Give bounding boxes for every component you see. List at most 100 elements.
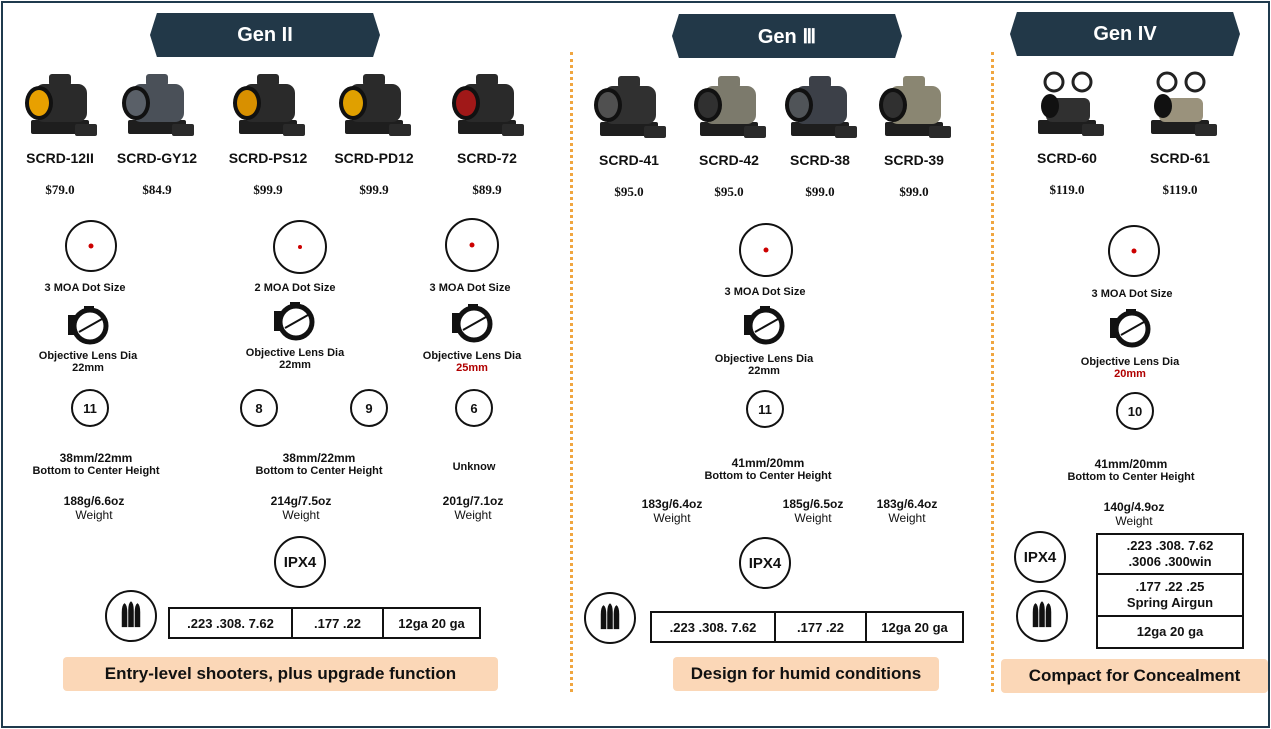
product-price: $84.9 (97, 182, 217, 198)
product-card: SCRD-38$99.0 (760, 70, 880, 200)
price-value: 99.0 (811, 184, 835, 199)
caliber-cell: .177 .22 (776, 613, 867, 641)
product-card: SCRD-PD12 $99.9 (314, 68, 434, 198)
red-dot-sight-image (594, 76, 666, 138)
height-spec: Unknow (452, 461, 496, 473)
objective-lens-icon (452, 304, 493, 343)
ipx-rating-badge: IPX4 (1014, 531, 1066, 583)
caliber-table-gen3: .223 .308. 7.62 .177 .22 12ga 20 ga (650, 611, 964, 643)
dot-size-icon (739, 223, 793, 277)
red-dot-sight-image (452, 74, 524, 136)
currency-symbol: $ (472, 182, 479, 197)
red-dot-sight-image (339, 74, 411, 136)
caliber-table-gen2: .223 .308. 7.62 .177 .22 12ga 20 ga (168, 607, 481, 639)
objective-lens-icon (744, 306, 785, 345)
price-value: 119.0 (1055, 182, 1085, 197)
red-dot-sight-image (1038, 71, 1104, 136)
gen4-banner: Compact for Concealment (1001, 659, 1268, 693)
product-price: $119.0 (1120, 182, 1240, 198)
ipx-rating-badge: IPX4 (739, 537, 791, 589)
caliber-cell: 12ga 20 ga (1136, 623, 1204, 639)
price-value: 99.9 (365, 182, 389, 197)
price-value: 84.9 (148, 182, 172, 197)
dot-size-icon (1108, 225, 1160, 277)
brightness-level-badge: 10 (1116, 392, 1154, 430)
price-value: 89.9 (478, 182, 502, 197)
red-dot-sight-image (879, 76, 951, 138)
product-name: SCRD-39 (884, 152, 944, 168)
currency-symbol: $ (714, 184, 721, 199)
product-price: $99.0 (854, 184, 974, 200)
currency-symbol: $ (614, 184, 621, 199)
ipx-rating-badge: IPX4 (274, 536, 326, 588)
product-card: SCRD-12II $79.0 (0, 68, 120, 198)
product-card: SCRD-42 $95.0 (669, 70, 789, 200)
brightness-level-badge: 11 (71, 389, 109, 427)
product-card: SCRD-60$119.0 (1007, 68, 1127, 198)
product-price: $99.9 (208, 182, 328, 198)
product-price: $119.0 (1007, 182, 1127, 198)
red-dot-sight-image (122, 74, 194, 136)
divider-gen2-gen3 (570, 52, 573, 692)
ammo-icon (105, 590, 157, 642)
currency-symbol: $ (45, 182, 52, 197)
currency-symbol: $ (359, 182, 366, 197)
price-value: 99.9 (259, 182, 283, 197)
product-price: $95.0 (669, 184, 789, 200)
dot-size-label: 3 MOA Dot Size (429, 282, 511, 294)
product-name: SCRD-12II (26, 150, 94, 166)
price-value: 79.0 (51, 182, 75, 197)
gen2-banner: Entry-level shooters, plus upgrade funct… (63, 657, 498, 691)
caliber-cell: .223 .308. 7.62 (170, 609, 293, 637)
product-price: $95.0 (569, 184, 689, 200)
product-price: $89.9 (427, 182, 547, 198)
currency-symbol: $ (253, 182, 260, 197)
red-dot-sight-image (1151, 71, 1217, 136)
product-card: SCRD-61$119.0 (1120, 68, 1240, 198)
product-card: SCRD-39 $99.0 (854, 70, 974, 200)
red-dot-sight-image (694, 76, 766, 138)
currency-symbol: $ (1162, 182, 1169, 197)
dot-size-icon (273, 220, 327, 274)
product-card: SCRD-PS12$99.9 (208, 68, 328, 198)
product-name: SCRD-GY12 (116, 150, 198, 166)
caliber-table-gen4: .223 .308. 7.62.3006 .300win .177 .22 .2… (1096, 533, 1244, 649)
dot-size-label: 3 MOA Dot Size (724, 286, 806, 298)
caliber-cell: 12ga 20 ga (398, 615, 465, 631)
price-value: 95.0 (620, 184, 644, 199)
price-value: 95.0 (720, 184, 744, 199)
ammo-icon (1016, 590, 1068, 642)
product-price: $99.9 (314, 182, 434, 198)
currency-symbol: $ (142, 182, 149, 197)
product-name: SCRD-PD12 (334, 150, 414, 166)
gen3-header: Gen Ⅲ (672, 14, 902, 58)
product-price: $99.0 (760, 184, 880, 200)
red-dot-sight-image (25, 74, 97, 136)
product-name: SCRD-42 (699, 152, 759, 168)
product-card: SCRD-GY12 $84.9 (97, 68, 217, 198)
ammo-icon (584, 592, 636, 644)
currency-symbol: $ (899, 184, 906, 199)
dot-size-label: 3 MOA Dot Size (1091, 288, 1173, 300)
dot-size-icon (65, 220, 117, 272)
brightness-level-badge: 6 (455, 389, 493, 427)
price-value: 119.0 (1168, 182, 1198, 197)
brightness-level-badge: 9 (350, 389, 388, 427)
dot-size-label: 2 MOA Dot Size (254, 282, 336, 294)
product-name: SCRD-41 (599, 152, 659, 168)
red-dot-sight-image (233, 74, 305, 136)
divider-gen3-gen4 (991, 52, 994, 692)
dot-size-icon (445, 218, 499, 272)
product-name: SCRD-72 (457, 150, 517, 166)
